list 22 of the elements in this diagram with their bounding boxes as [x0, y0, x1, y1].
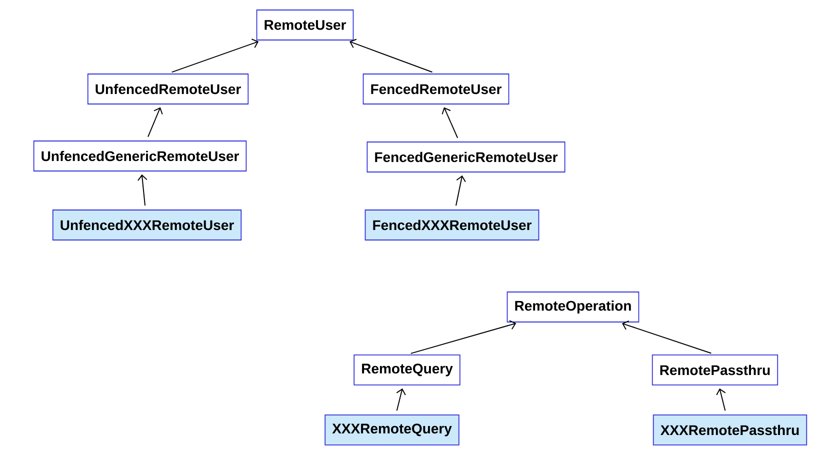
class-box: FencedRemoteUser: [362, 74, 510, 104]
arrow: [716, 388, 726, 412]
arrow: [410, 320, 516, 354]
class-box: UnfencedGenericRemoteUser: [33, 140, 247, 172]
subclass-box: FencedXXXRemoteUser: [364, 210, 540, 240]
subclass-box: XXXRemotePassthru: [652, 414, 808, 446]
arrow: [396, 388, 406, 412]
arrow: [456, 175, 466, 206]
arrow: [171, 38, 259, 73]
subclass-box: UnfencedXXXRemoteUser: [52, 210, 242, 240]
class-box: RemoteQuery: [354, 354, 460, 386]
class-box: RemoteOperation: [506, 292, 640, 322]
class-box: RemoteUser: [256, 10, 354, 40]
subclass-box: XXXRemoteQuery: [324, 414, 460, 446]
arrow: [349, 38, 433, 73]
class-box: RemotePassthru: [652, 354, 778, 386]
arrow: [622, 320, 712, 354]
class-box: FencedGenericRemoteUser: [366, 142, 566, 172]
arrow: [148, 107, 163, 138]
arrow: [137, 174, 148, 206]
arrow: [442, 107, 458, 138]
class-box: UnfencedRemoteUser: [87, 74, 249, 104]
